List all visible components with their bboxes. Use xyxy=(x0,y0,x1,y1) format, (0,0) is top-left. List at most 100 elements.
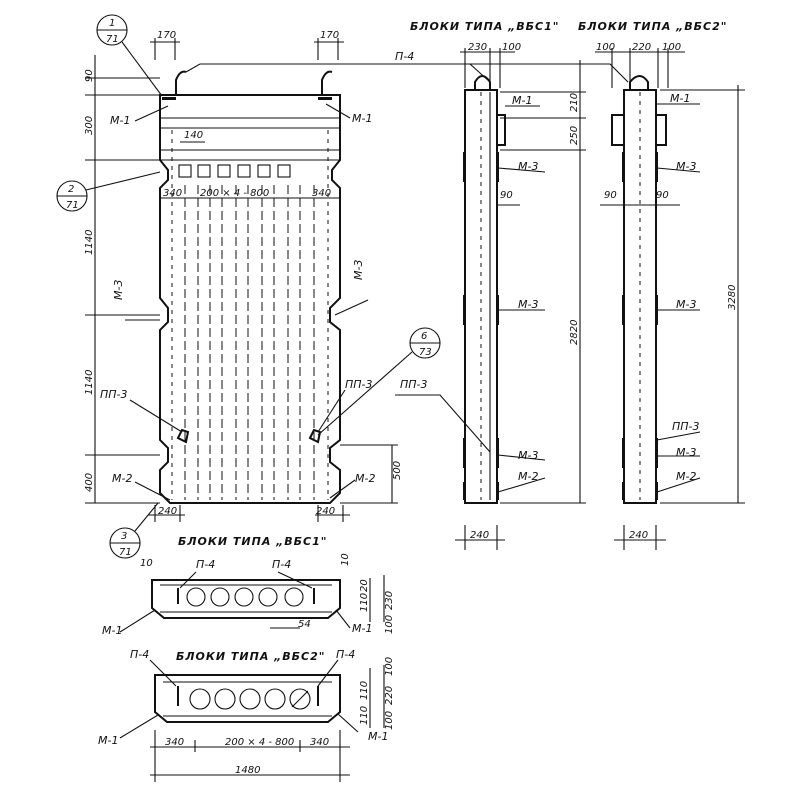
dim-1480: 1480 xyxy=(235,765,260,776)
dim-100-plan2-top: 100 xyxy=(384,657,395,676)
label-m1-front-left: М-1 xyxy=(110,114,130,127)
dim-110-plan2-low: 110 xyxy=(359,706,370,725)
callout-3: 3 71 xyxy=(109,502,159,559)
p4-leader: П-4 xyxy=(185,50,629,83)
dim-220-plan2: 220 xyxy=(384,686,395,705)
dim-230-vbs1: 230 xyxy=(468,42,487,53)
dim-240-front-right: 240 xyxy=(316,506,335,517)
dim-100-vbs2-left: 100 xyxy=(596,42,615,53)
dim-200x4-plan2: 200 × 4 - 800 xyxy=(225,737,294,748)
label-m3-vbs1-low: М-3 xyxy=(518,449,538,462)
title-vbs2-plan: БЛОКИ ТИПА „ВБС2" xyxy=(176,650,325,663)
dim-90-vbs2-right: 90 xyxy=(656,190,669,201)
label-p4-plan2-left: П-4 xyxy=(130,648,149,661)
label-pp3-front-right: ПП-3 xyxy=(345,378,373,391)
label-m2-front-left: М-2 xyxy=(112,472,132,485)
label-m3-vbs2-top: М-3 xyxy=(676,160,696,173)
dim-200x4: 200 × 4 - 800 xyxy=(200,188,269,199)
side-vbs2-dims: 100 220 100 3280 90 90 240 xyxy=(595,42,745,550)
side-vbs1-labels: М-1 М-3 М-3 ПП-3 М-3 М-2 xyxy=(395,94,546,493)
label-m1-plan1-left: М-1 xyxy=(102,624,122,637)
label-m1-plan1-right: М-1 xyxy=(352,622,372,635)
dim-1140-upper: 1140 xyxy=(84,230,95,255)
label-p4-plan2-right: П-4 xyxy=(336,648,355,661)
side-view-vbs1 xyxy=(463,75,506,504)
label-m3-front-right: М-3 xyxy=(352,260,365,280)
dim-400-left: 400 xyxy=(84,473,95,492)
dim-240-vbs2: 240 xyxy=(629,530,648,541)
dim-340-left: 340 xyxy=(163,188,182,199)
title-vbs2-top: БЛОКИ ТИПА „ВБС2" xyxy=(578,20,727,33)
plan-vbs1-labels: П-4 П-4 М-1 М-1 54 10 10 20 110 230 100 xyxy=(102,553,395,637)
label-m2-vbs1: М-2 xyxy=(518,470,538,483)
dim-100-plan2-low: 100 xyxy=(384,711,395,730)
dim-340-plan2-right: 340 xyxy=(310,737,329,748)
label-p4-top: П-4 xyxy=(395,50,414,63)
front-labels: М-1 М-1 М-3 М-3 ПП-3 ПП-3 М-2 М-2 xyxy=(100,103,375,501)
label-m1-vbs1: М-1 xyxy=(512,94,532,107)
dim-500: 500 xyxy=(392,461,403,480)
callout-1-num: 1 xyxy=(109,18,115,29)
dim-210-vbs1: 210 xyxy=(569,93,580,112)
label-m3-vbs2-low: М-3 xyxy=(676,446,696,459)
label-p4-plan1-right: П-4 xyxy=(272,558,291,571)
callout-3-num: 3 xyxy=(121,531,127,542)
label-pp3-vbs1: ПП-3 xyxy=(400,378,428,391)
plan-vbs1 xyxy=(151,579,341,619)
dim-2820-vbs1: 2820 xyxy=(569,320,580,345)
dim-1140-lower: 1140 xyxy=(84,370,95,395)
label-m1-vbs2: М-1 xyxy=(670,92,690,105)
label-m2-vbs2: М-2 xyxy=(676,470,696,483)
dim-110-plan1: 110 xyxy=(359,593,370,612)
label-m3-front-left: М-3 xyxy=(112,280,125,300)
label-m3-vbs2-mid: М-3 xyxy=(676,298,696,311)
dim-340-plan2-left: 340 xyxy=(165,737,184,748)
dim-20-plan1: 20 xyxy=(359,579,370,592)
dim-250-vbs1: 250 xyxy=(569,126,580,145)
front-dimensions: 170 170 90 300 1140 1140 400 140 340 200… xyxy=(84,30,403,522)
label-m3-vbs1-top: М-3 xyxy=(518,160,538,173)
callout-3-sheet: 71 xyxy=(119,547,132,558)
side-vbs1-dims: 230 100 210 250 2820 90 240 xyxy=(455,42,586,550)
dim-170-right: 170 xyxy=(320,30,339,41)
dim-240-vbs1: 240 xyxy=(470,530,489,541)
label-pp3-vbs2: ПП-3 xyxy=(672,420,700,433)
dim-90-vbs2-left: 90 xyxy=(604,190,617,201)
callout-1: 1 71 xyxy=(96,14,163,97)
dim-110-plan2: 110 xyxy=(359,681,370,700)
title-vbs1-top: БЛОКИ ТИПА „ВБС1" xyxy=(410,20,559,33)
side-vbs2-labels: М-1 М-3 М-3 ПП-3 М-3 М-2 xyxy=(656,92,701,493)
dim-140: 140 xyxy=(184,130,203,141)
dim-100-vbs1: 100 xyxy=(502,42,521,53)
dim-230-plan1: 230 xyxy=(384,591,395,610)
callout-6-num: 6 xyxy=(421,331,427,342)
label-pp3-front-left: ПП-3 xyxy=(100,388,128,401)
dim-100-vbs2-right: 100 xyxy=(662,42,681,53)
dim-90-vbs1: 90 xyxy=(500,190,513,201)
dim-10-plan1-left: 10 xyxy=(140,558,153,569)
dim-170-left: 170 xyxy=(157,30,176,41)
label-m2-front-right: М-2 xyxy=(355,472,375,485)
title-vbs1-plan: БЛОКИ ТИПА „ВБС1" xyxy=(178,535,327,548)
dim-10-plan1-right: 10 xyxy=(340,553,351,566)
label-m1-front-right: М-1 xyxy=(352,112,372,125)
side-view-vbs2 xyxy=(611,75,667,504)
dim-340-right: 340 xyxy=(312,188,331,199)
label-m3-vbs1-mid: М-3 xyxy=(518,298,538,311)
label-p4-plan1-left: П-4 xyxy=(196,558,215,571)
plan-vbs2 xyxy=(154,674,341,723)
callout-2-sheet: 71 xyxy=(66,200,79,211)
dim-220-vbs2: 220 xyxy=(632,42,651,53)
dim-300-left: 300 xyxy=(84,116,95,135)
callout-6-sheet: 73 xyxy=(419,347,432,358)
dim-54: 54 xyxy=(298,619,311,630)
callout-6: 6 73 xyxy=(317,327,441,436)
dim-100-plan1: 100 xyxy=(384,615,395,634)
label-m1-plan2-left: М-1 xyxy=(98,734,118,747)
callout-1-sheet: 71 xyxy=(106,34,119,45)
dim-240-front-left: 240 xyxy=(158,506,177,517)
dim-90-left: 90 xyxy=(84,69,95,82)
dim-3280-vbs2: 3280 xyxy=(727,285,738,310)
label-m1-plan2-right: М-1 xyxy=(368,730,388,743)
